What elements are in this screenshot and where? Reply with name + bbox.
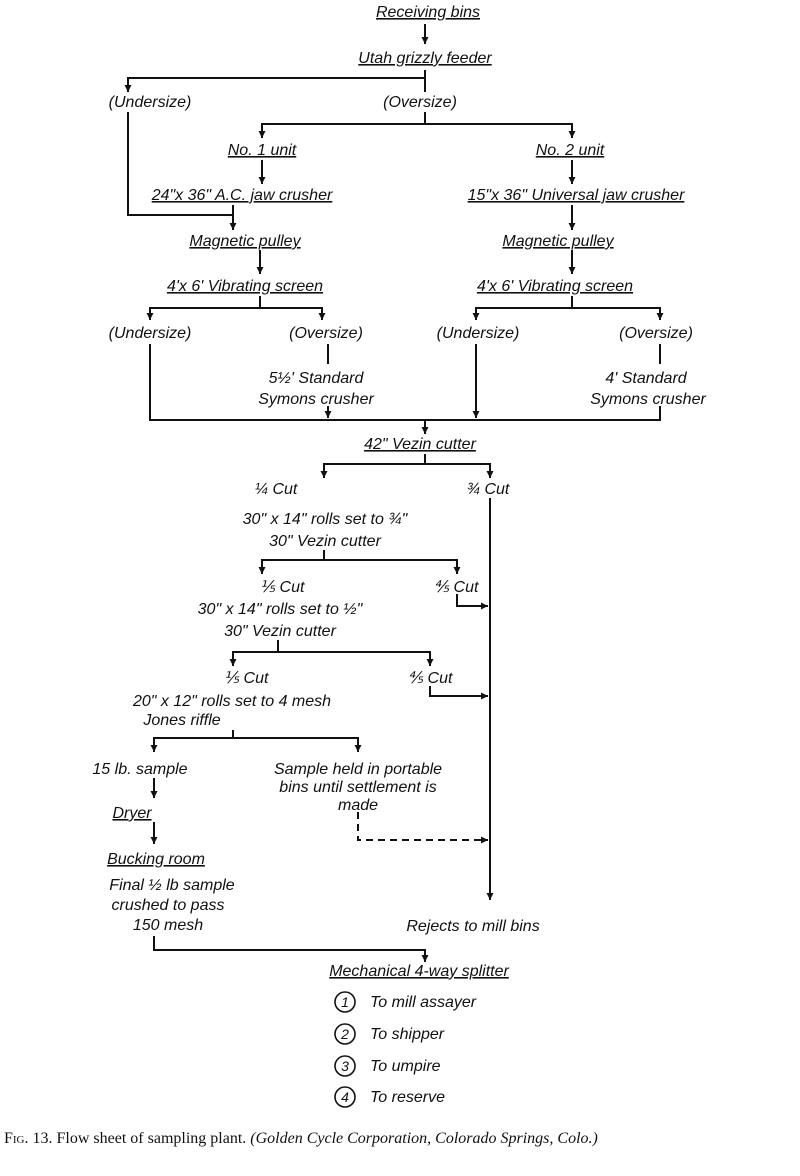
output-number: 1 xyxy=(341,994,349,1010)
vezin-cutter-30b-label: 30" Vezin cutter xyxy=(224,623,336,640)
final-sample-line-1: Final ½ lb sample xyxy=(109,877,234,894)
undersize-label-screen-2: (Undersize) xyxy=(437,325,520,342)
four-fifth-cut-b-label: ⅘ Cut xyxy=(408,670,453,687)
receiving-bins-label: Receiving bins xyxy=(376,4,480,21)
symons-crusher-1-size-label: 5½' Standard xyxy=(269,370,365,387)
dryer-label: Dryer xyxy=(112,805,152,822)
output-number: 4 xyxy=(341,1089,349,1105)
output-number-circle xyxy=(334,1086,356,1108)
unit-2-label: No. 2 unit xyxy=(536,142,605,159)
vibrating-screen-1-label: 4'x 6' Vibrating screen xyxy=(167,278,323,295)
jaw-crusher-1-label: 24"x 36" A.C. jaw crusher xyxy=(151,187,333,204)
undersize-label-screen-1: (Undersize) xyxy=(109,325,192,342)
output-number-circle xyxy=(334,1023,356,1045)
three-quarter-cut-label: ¾ Cut xyxy=(467,481,510,498)
jaw-crusher-2-label: 15"x 36" Universal jaw crusher xyxy=(468,187,685,204)
output-number-circle xyxy=(334,991,356,1013)
unit-1-label: No. 1 unit xyxy=(228,142,297,159)
figure-title: Flow sheet of sampling plant. xyxy=(56,1130,247,1147)
vezin-cutter-42-label: 42" Vezin cutter xyxy=(364,436,476,453)
figure-source: (Golden Cycle Corporation, Colorado Spri… xyxy=(250,1130,598,1147)
splitter-label: Mechanical 4-way splitter xyxy=(329,963,509,980)
figure-number: Fig. 13. xyxy=(4,1130,53,1147)
four-fifth-cut-a-label: ⅘ Cut xyxy=(434,579,479,596)
bucking-room-label: Bucking room xyxy=(107,851,205,868)
sample-held-line-1: Sample held in portable xyxy=(274,761,442,778)
final-sample-line-2: crushed to pass xyxy=(112,897,225,914)
rolls-1-label: 30" x 14" rolls set to ¾" xyxy=(243,511,409,528)
utah-grizzly-feeder-label: Utah grizzly feeder xyxy=(358,50,492,67)
vibrating-screen-2-label: 4'x 6' Vibrating screen xyxy=(477,278,633,295)
vezin-cutter-30a-label: 30" Vezin cutter xyxy=(269,533,381,550)
sample-15-lb-label: 15 lb. sample xyxy=(92,761,187,778)
sample-held-line-2: bins until settlement is xyxy=(279,779,436,796)
output-label: To shipper xyxy=(370,1026,445,1043)
magnetic-pulley-1-label: Magnetic pulley xyxy=(189,233,301,250)
symons-crusher-2-size-label: 4' Standard xyxy=(605,370,687,387)
output-number-circle xyxy=(334,1055,356,1077)
output-number: 3 xyxy=(341,1058,349,1074)
output-label: To umpire xyxy=(370,1058,441,1075)
symons-crusher-2-label: Symons crusher xyxy=(590,391,706,408)
flow-connectors xyxy=(124,24,664,962)
oversize-label-screen-2: (Oversize) xyxy=(619,325,693,342)
symons-crusher-1-label: Symons crusher xyxy=(258,391,374,408)
output-number: 2 xyxy=(340,1026,349,1042)
jones-riffle-label: Jones riffle xyxy=(142,712,220,729)
oversize-label-feeder: (Oversize) xyxy=(383,94,457,111)
splitter-output-1: 1 To mill assayer xyxy=(334,991,477,1013)
final-sample-line-3: 150 mesh xyxy=(133,917,203,934)
output-label: To reserve xyxy=(370,1089,445,1106)
splitter-output-2: 2 To shipper xyxy=(334,1023,445,1045)
rejects-label: Rejects to mill bins xyxy=(406,918,539,935)
fifth-cut-a-label: ⅕ Cut xyxy=(260,579,305,596)
quarter-cut-label: ¼ Cut xyxy=(255,481,298,498)
rolls-3-label: 20" x 12" rolls set to 4 mesh xyxy=(132,693,331,710)
fifth-cut-b-label: ⅕ Cut xyxy=(224,670,269,687)
output-label: To mill assayer xyxy=(370,994,477,1011)
magnetic-pulley-2-label: Magnetic pulley xyxy=(502,233,614,250)
splitter-output-4: 4 To reserve xyxy=(334,1086,445,1108)
oversize-label-screen-1: (Oversize) xyxy=(289,325,363,342)
undersize-label-feeder: (Undersize) xyxy=(109,94,192,111)
figure-caption: Fig. 13. Flow sheet of sampling plant. (… xyxy=(4,1128,796,1150)
splitter-output-3: 3 To umpire xyxy=(334,1055,441,1077)
rolls-2-label: 30" x 14" rolls set to ½" xyxy=(198,601,364,618)
sample-held-line-3: made xyxy=(338,797,378,814)
